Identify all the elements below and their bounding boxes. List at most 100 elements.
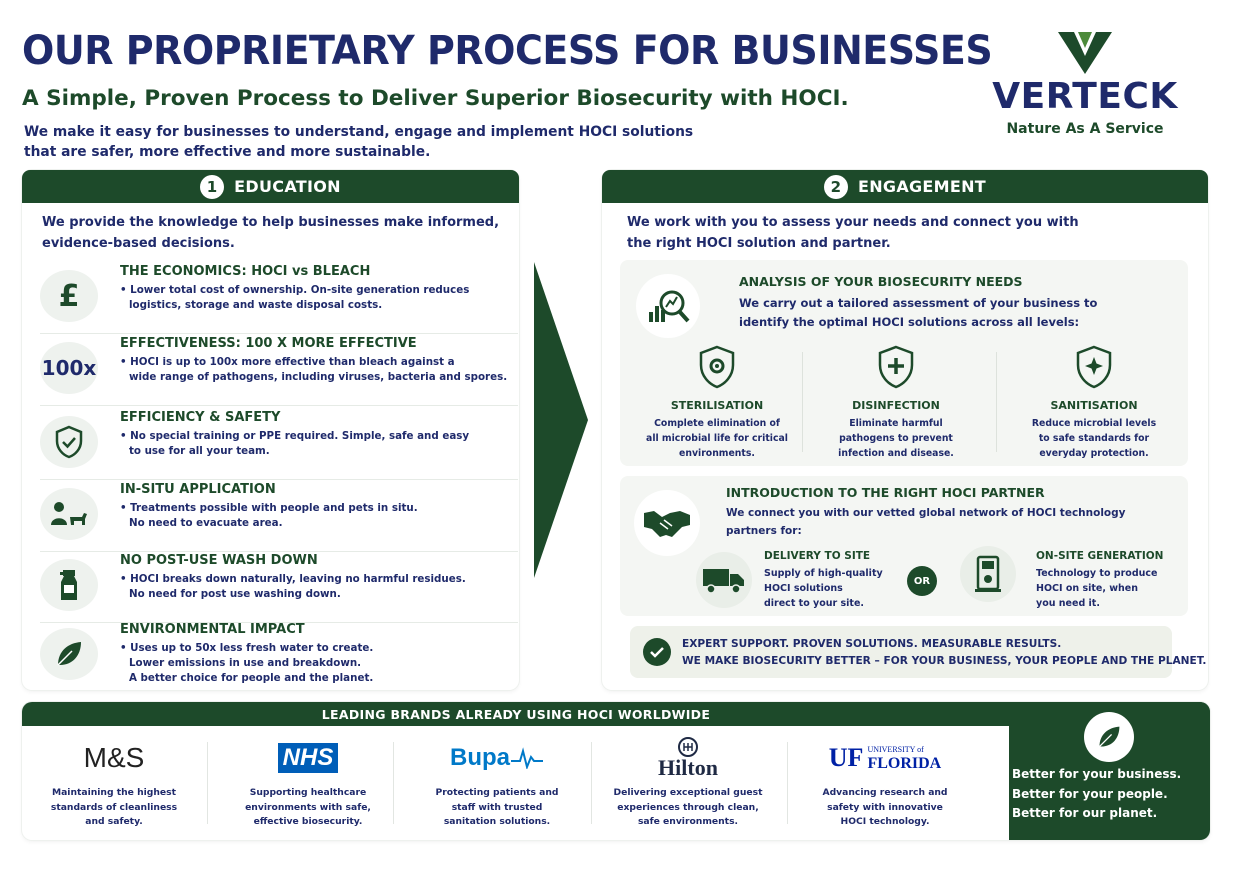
arrow-right-icon	[534, 262, 588, 578]
item-body: • Lower total cost of ownership. On-site…	[120, 284, 470, 311]
item-heading: ENVIRONMENTAL IMPACT	[120, 622, 305, 637]
lead-line: evidence-based decisions.	[42, 236, 235, 251]
engagement-panel: 2 ENGAGEMENT We work with you to assess …	[602, 170, 1208, 690]
lead-line: the right HOCI solution and partner.	[627, 236, 891, 251]
step-number: 1	[200, 174, 225, 199]
shield-check-icon	[40, 416, 98, 468]
item-heading: NO POST-USE WASH DOWN	[120, 553, 318, 568]
effectiveness-item: 100x EFFECTIVENESS: 100 X MORE EFFECTIVE…	[40, 336, 518, 406]
check-circle-icon	[643, 638, 671, 666]
engagement-header: 2 ENGAGEMENT	[602, 170, 1208, 203]
item-body: • HOCI breaks down naturally, leaving no…	[120, 573, 466, 600]
verteck-logo: VERTECK Nature As A Service	[980, 30, 1190, 137]
page-subtitle: A Simple, Proven Process to Deliver Supe…	[22, 86, 849, 111]
item-body: • No special training or PPE required. S…	[120, 430, 470, 457]
partner-box: INTRODUCTION TO THE RIGHT HOCI PARTNER W…	[620, 476, 1188, 616]
brands-section: LEADING BRANDS ALREADY USING HOCI WORLDW…	[22, 702, 1210, 840]
truck-icon	[696, 552, 752, 608]
v-leaf-icon	[1058, 32, 1112, 74]
in-situ-item: IN-SITU APPLICATION • Treatments possibl…	[40, 482, 518, 552]
hilton-emblem-icon	[678, 737, 698, 757]
slogan-line: Better for your people.	[1012, 786, 1168, 801]
divider	[787, 742, 788, 824]
engagement-title: ENGAGEMENT	[857, 177, 987, 196]
intro-line: We make it easy for businesses to unders…	[24, 124, 694, 140]
analysis-body: We carry out a tailored assessment of yo…	[739, 296, 1098, 329]
slogan-line: Better for our planet.	[1012, 806, 1158, 820]
brand-name: VERTECK	[992, 76, 1178, 117]
level-title: DISINFECTION	[852, 399, 940, 412]
chart-magnifier-icon	[636, 274, 700, 338]
analysis-box: ANALYSIS OF YOUR BIOSECURITY NEEDS We ca…	[620, 260, 1188, 466]
generator-icon	[960, 546, 1016, 602]
leaf-icon	[40, 628, 98, 680]
analysis-heading: ANALYSIS OF YOUR BIOSECURITY NEEDS	[739, 274, 1023, 289]
delivery-title: DELIVERY TO SITE	[764, 550, 871, 562]
education-panel: 1 EDUCATION We provide the knowledge to …	[22, 170, 519, 690]
item-body: • Uses up to 50x less fresh water to cre…	[120, 642, 374, 684]
item-body: • HOCI is up to 100x more effective than…	[120, 356, 508, 383]
environment-item: ENVIRONMENTAL IMPACT • Uses up to 50x le…	[40, 622, 518, 688]
engagement-lead: We work with you to assess your needs an…	[627, 212, 1079, 254]
education-lead: We provide the knowledge to help busines…	[42, 212, 499, 254]
divider	[591, 742, 592, 824]
divider	[802, 352, 803, 452]
sparkle-shield-icon	[1076, 345, 1112, 389]
partner-heading: INTRODUCTION TO THE RIGHT HOCI PARTNER	[726, 485, 1045, 500]
divider	[996, 352, 997, 452]
person-pet-icon	[40, 488, 98, 540]
wash-down-item: NO POST-USE WASH DOWN • HOCI breaks down…	[40, 553, 518, 623]
item-heading: EFFICIENCY & SAFETY	[120, 410, 281, 425]
handshake-icon	[634, 490, 700, 556]
brand-uf: UF UNIVERSITY of FLORIDA Advancing resea…	[795, 736, 975, 830]
level-title: SANITISATION	[1050, 399, 1138, 412]
divider	[207, 742, 208, 824]
divider	[393, 742, 394, 824]
bupa-logo: Bupa	[450, 744, 510, 771]
spray-bottle-icon	[40, 559, 98, 611]
onsite-title: ON-SITE GENERATION	[1036, 550, 1164, 562]
ms-logo: M&S	[83, 742, 145, 773]
nhs-logo: NHS	[277, 743, 339, 773]
education-header: 1 EDUCATION	[22, 170, 519, 203]
pound-icon: £	[40, 270, 98, 322]
slogans: Better for your business. Better for you…	[1012, 765, 1181, 824]
brand-tagline: Nature As A Service	[1006, 121, 1164, 137]
item-heading: IN-SITU APPLICATION	[120, 482, 276, 497]
item-body: • Treatments possible with people and pe…	[120, 502, 418, 529]
banner-text: EXPERT SUPPORT. PROVEN SOLUTIONS. MEASUR…	[682, 638, 1207, 667]
education-title: EDUCATION	[234, 177, 341, 196]
results-banner: EXPERT SUPPORT. PROVEN SOLUTIONS. MEASUR…	[630, 626, 1206, 678]
step-number: 2	[823, 174, 848, 199]
efficiency-item: EFFICIENCY & SAFETY • No special trainin…	[40, 410, 518, 480]
leaf-icon	[1084, 712, 1134, 762]
plus-shield-icon	[878, 345, 914, 389]
uf-logo: UF	[828, 743, 864, 772]
hilton-logo: Hilton	[658, 755, 718, 780]
lead-line: We work with you to assess your needs an…	[627, 215, 1079, 230]
economics-item: £ THE ECONOMICS: HOCI vs BLEACH • Lower …	[40, 264, 518, 334]
or-badge: OR	[907, 566, 937, 596]
item-heading: EFFECTIVENESS: 100 X MORE EFFECTIVE	[120, 336, 417, 351]
level-title: STERILISATION	[670, 399, 764, 412]
item-heading: THE ECONOMICS: HOCI vs BLEACH	[120, 264, 371, 279]
uf-wordmark: UNIVERSITY of FLORIDA	[867, 745, 942, 772]
lead-line: We provide the knowledge to help busines…	[42, 215, 500, 230]
partner-body: We connect you with our vetted global ne…	[726, 507, 1126, 537]
